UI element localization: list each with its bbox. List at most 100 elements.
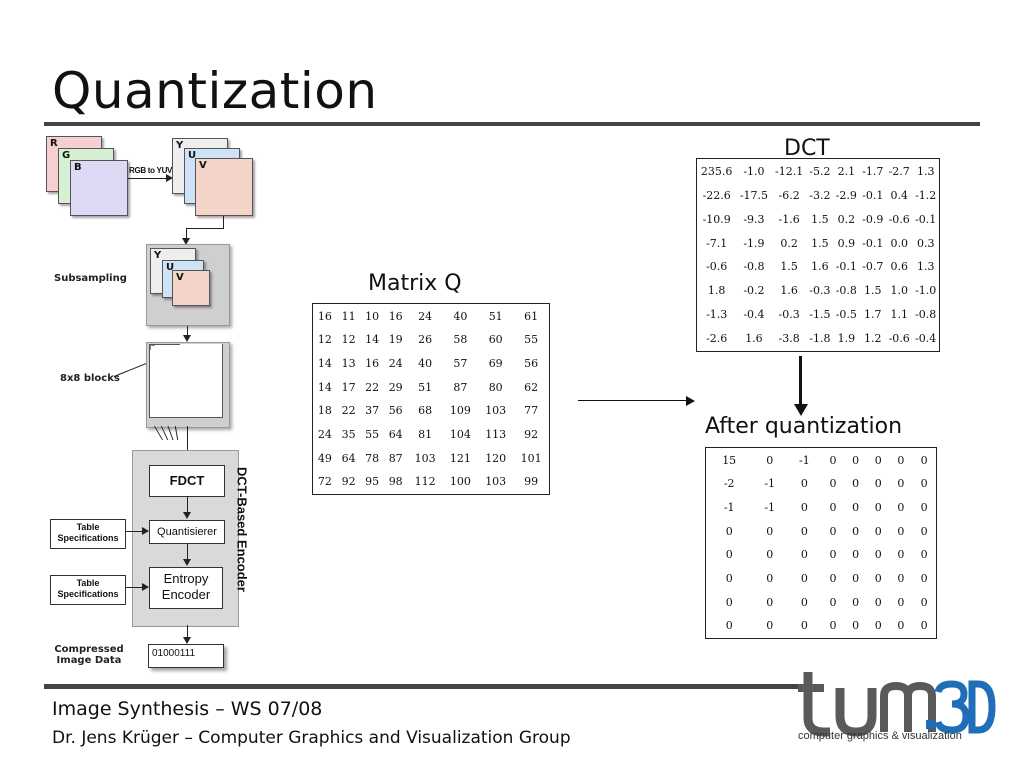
dct-cell: -0.6 [888, 212, 910, 226]
dct-cell: -1.3 [706, 308, 728, 322]
dct-cell: -12.1 [774, 164, 804, 178]
matrix-q-cell: 64 [341, 451, 356, 465]
dct-cell: 1.5 [811, 236, 829, 250]
plane-v: V [195, 158, 253, 216]
dct-cell: -22.6 [702, 188, 731, 202]
quantized-cell: 0 [920, 619, 928, 633]
matrix-q-cell: 16 [317, 309, 332, 323]
quantized-cell: 0 [766, 548, 774, 562]
quantized-cell: 0 [897, 501, 905, 514]
quantized-cell: 0 [800, 477, 808, 491]
dct-cell: -2.7 [888, 164, 910, 178]
quantized-cell: 0 [920, 571, 928, 585]
dct-cell: 1.2 [864, 332, 882, 346]
dct-cell: -7.1 [706, 236, 728, 250]
table-spec-entropy-line2: Specifications [57, 589, 119, 599]
table-spec-quant: Table Specifications [50, 519, 126, 549]
connector-to-encoder-3 [167, 426, 174, 440]
quantized-cell: 0 [897, 548, 905, 562]
plane-b-label: B [74, 162, 82, 173]
dct-cell: -0.8 [743, 260, 765, 274]
quantized-cell: 0 [852, 548, 860, 562]
table-spec-quant-line1: Table [76, 522, 100, 532]
quantized-cell: 0 [766, 524, 774, 538]
matrix-q-cell: 12 [317, 333, 332, 347]
dct-cell: -1.2 [915, 188, 937, 202]
matrix-q-cell: 80 [488, 380, 503, 394]
matrix-q-cell: 61 [524, 309, 539, 323]
quantized-cell: 0 [852, 477, 860, 491]
matrix-q-cell: 72 [317, 475, 332, 489]
dct-cell: 0.4 [890, 188, 908, 202]
arrow-to-subsampling [182, 238, 190, 245]
quantized-cell: 0 [829, 477, 837, 491]
connector-to-subsampling [186, 228, 187, 240]
matrix-q-cell: 120 [485, 451, 507, 465]
matrix-q-cell: 11 [341, 309, 356, 323]
quantized-cell: 0 [897, 619, 905, 633]
matrix-q-cell: 64 [388, 427, 403, 441]
quantized-cell: -2 [723, 477, 735, 491]
plane-g-label: G [62, 150, 71, 161]
quantized-cell: 0 [897, 477, 905, 491]
matrix-q-cell: 103 [414, 451, 436, 465]
matrix-q-cell: 87 [453, 380, 468, 394]
subsampling-label: Subsampling [54, 273, 127, 284]
matrix-q-cell: 92 [341, 475, 356, 489]
dct-cell: 235.6 [700, 164, 733, 178]
dct-cell: -0.5 [835, 308, 857, 322]
matrix-q-cell: 101 [520, 451, 542, 465]
quantized-cell: 15 [722, 453, 737, 467]
slide-title: Quantization [52, 62, 378, 120]
dct-cell: -5.2 [809, 164, 831, 178]
dct-cell: 1.6 [745, 332, 763, 346]
quantized-cell: 0 [874, 595, 882, 609]
quantized-cell: 0 [874, 619, 882, 633]
dct-cell: -0.3 [809, 284, 831, 298]
quantized-cell: 0 [920, 477, 928, 491]
matrix-q-cell: 92 [524, 427, 539, 441]
quantisierer-box: Quantisierer [149, 520, 225, 544]
connector-to-encoder-main [187, 426, 188, 444]
matrix-q-cell: 104 [449, 427, 471, 441]
quantized-cell: 0 [829, 571, 837, 585]
matrix-q-cell: 56 [388, 404, 403, 418]
matrix-q-cell: 69 [488, 357, 503, 370]
connector-yuv-left [186, 228, 224, 229]
quantized-cell: 0 [725, 619, 733, 633]
matrix-q-cell: 109 [449, 404, 471, 418]
quantized-cell: 0 [874, 501, 882, 514]
matrix-q-cell: 62 [524, 380, 539, 394]
quantized-cell: 0 [829, 619, 837, 633]
quantized-cell: 0 [874, 571, 882, 585]
dct-cell: -17.5 [739, 188, 769, 202]
quantized-cell: 0 [920, 453, 928, 467]
dct-cell: 0.2 [837, 212, 856, 226]
dct-cell: 0.2 [780, 236, 798, 250]
sub-plane-u-label: U [166, 262, 175, 273]
dct-cell: -10.9 [702, 212, 731, 226]
matrix-q-cell: 16 [365, 357, 380, 370]
quantized-cell: -1 [764, 501, 776, 514]
arrow-q-to-result [578, 400, 688, 401]
matrix-q-cell: 51 [488, 309, 503, 323]
entropy-line1: Entropy [163, 571, 209, 586]
quantized-cell: 0 [800, 595, 808, 609]
connector-spec-entropy [125, 587, 143, 588]
quantized-cell: -1 [723, 501, 735, 514]
quantized-cell: 0 [897, 571, 905, 585]
dct-cell: -0.9 [862, 212, 884, 226]
quantized-caption: After quantization [705, 414, 903, 439]
connector-spec-quant [125, 531, 143, 532]
quantized-cell: 0 [829, 501, 837, 514]
